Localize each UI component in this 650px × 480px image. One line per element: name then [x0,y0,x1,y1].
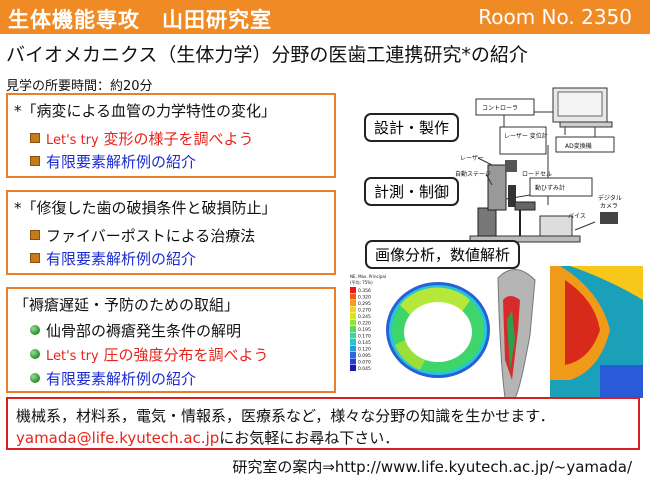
legend-value: 0.120 [358,347,371,353]
item-text: 圧の強度分布を調べよう [98,346,269,364]
email-link[interactable]: yamada@life.kyutech.ac.jp [16,429,220,447]
legend-swatch [350,306,356,313]
legend-value: 0.320 [358,295,371,301]
test-stage [469,160,581,243]
laser-unit-box [499,126,547,155]
legend-swatch [350,339,356,345]
square-bullet-icon [30,133,40,143]
legend-swatch [350,365,356,371]
page-title: バイオメカニクス（生体力学）分野の医歯工連携研究*の紹介 [6,44,528,66]
list-item: 有限要素解析例の紹介 [30,248,197,269]
fem-tooth-image [497,269,536,399]
list-item: ファイバーポストによる治療法 [30,225,256,246]
legend-swatch [350,358,356,365]
legend-value: 0.295 [358,301,371,307]
lab-name: 生体機能専攻 山田研究室 [8,8,272,32]
item-text: 仙骨部の褥瘡発生条件の解明 [46,322,242,340]
tag-analysis: 画像分析，数値解析 [365,240,521,269]
fem-legend: NE, Max. Principal (平均: 75%) 0.3560.3200… [350,274,386,372]
camera-label-line1: デジタル [598,194,622,202]
header-bar: 生体機能専攻 山田研究室 Room No. 2350 [0,0,650,34]
strain-label: 動ひずみ計 [535,184,565,192]
legend-value: 0.195 [358,327,371,333]
square-bullet-icon [30,253,40,263]
item-text: 有限要素解析例の紹介 [46,153,197,171]
legend-value: 0.220 [358,321,371,327]
section-heading: 「褥瘡遅延・予防のための取組」 [14,296,240,314]
lets-try-label: Let's try [46,133,99,148]
legend-swatch [350,319,356,326]
section-heading: *「病変による血管の力学特性の変化」 [14,102,277,120]
legend-value: 0.095 [358,353,371,359]
lab-url[interactable]: 研究室の案内⇒http://www.life.kyutech.ac.jp/~ya… [232,458,632,476]
legend-value: 0.270 [358,308,371,314]
section-tooth: *「修復した歯の破損条件と破損防止」 ファイバーポストによる治療法 有限要素解析… [6,190,336,275]
legend-value: 0.245 [358,314,371,320]
section-pressure-ulcer: 「褥瘡遅延・予防のための取組」 仙骨部の褥瘡発生条件の解明 Let's try … [6,287,336,393]
visit-time: 見学の所要時間：約20分 [6,79,153,94]
square-bullet-icon [30,230,40,240]
legend-value: 0.356 [358,288,371,294]
footer-box: 機械系，材料系，電気・情報系，医療系など，様々な分野の知識を生かせます． yam… [6,397,640,450]
laser-unit-label: レーザー 変位計 [504,132,548,140]
list-item: 有限要素解析例の紹介 [30,368,197,389]
stage-label: 自動ステージ [455,170,491,178]
legend-swatch [350,313,356,319]
strain-meter-box [529,177,593,197]
ad-label: AD変換機 [565,142,592,150]
legend-swatch [350,326,356,332]
legend-swatch [350,332,356,339]
laser-label: レーザー [460,155,484,162]
item-text: 有限要素解析例の紹介 [46,250,197,268]
list-item: 有限要素解析例の紹介 [30,151,197,172]
legend-swatch [350,293,356,300]
legend-swatch [350,345,356,352]
legend-value: 0.170 [358,334,371,340]
legend-title: NE, Max. Principal [350,274,386,279]
room-number: Room No. 2350 [478,5,632,29]
legend-subtitle: (平均: 75%) [350,279,373,285]
equipment-diagram: コントローラ AD変換機 レーザー 変位計 動ひずみ計 レーザー 自動ステージ … [344,87,643,399]
loadcell-label: ロードセル [522,171,552,178]
camera-icon [600,212,618,224]
fem-vessel-image [344,270,494,393]
controller-box [475,98,535,116]
item-text: 変形の様子を調べよう [98,130,254,148]
list-item: Let's try 圧の強度分布を調べよう [30,344,269,365]
fem-sacrum-image [550,266,643,398]
list-item: Let's try 変形の様子を調べよう [30,128,254,149]
list-item: 仙骨部の褥瘡発生条件の解明 [30,320,242,341]
vise-label: バイス [568,213,586,220]
legend-value: 0.145 [358,340,371,346]
green-ball-bullet-icon [30,373,40,383]
square-bullet-icon [30,156,40,166]
green-ball-bullet-icon [30,325,40,335]
legend-value: 0.045 [358,366,371,372]
footer-line2: yamada@life.kyutech.ac.jpにお気軽にお尋ね下さい． [16,427,399,448]
footer-line1: 機械系，材料系，電気・情報系，医療系など，様々な分野の知識を生かせます． [16,407,555,425]
legend-swatch [350,287,356,293]
tag-design: 設計・製作 [364,113,460,142]
footer-line2-text: にお気軽にお尋ね下さい． [219,429,400,447]
item-text: 有限要素解析例の紹介 [46,370,197,388]
legend-value: 0.070 [358,360,371,366]
ad-converter-box [555,136,615,153]
green-ball-bullet-icon [30,349,40,359]
item-text: ファイバーポストによる治療法 [46,227,256,245]
lets-try-label: Let's try [46,349,99,364]
section-blood-vessel: *「病変による血管の力学特性の変化」 Let's try 変形の様子を調べよう … [6,93,336,178]
legend-swatch [350,300,356,306]
section-heading: *「修復した歯の破損条件と破損防止」 [14,199,277,217]
tag-measure: 計測・制御 [364,177,460,206]
controller-label: コントローラ [482,105,518,112]
legend-swatch [350,352,356,358]
camera-label-line2: カメラ [600,203,618,210]
